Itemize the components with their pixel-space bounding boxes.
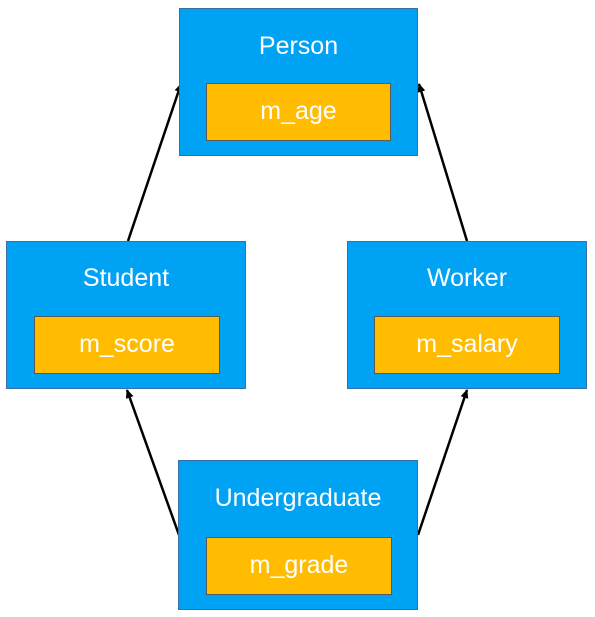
arrow-undergraduate-to-student [125,389,181,536]
class-worker: Worker m_salary [347,241,587,389]
class-undergraduate-attribute: m_grade [206,537,392,595]
arrow-worker-to-person [417,83,469,242]
class-worker-name: Worker [426,264,508,292]
arrow-undergraduate-to-worker [416,389,469,536]
class-person-name: Person [258,32,339,60]
class-person-attribute: m_age [206,83,391,141]
class-undergraduate-name: Undergraduate [214,484,382,512]
class-worker-attribute: m_salary [374,316,560,374]
class-student-name: Student [82,264,170,292]
class-student-attribute: m_score [34,316,220,374]
arrow-student-to-person [126,83,183,242]
class-person: Person m_age [179,8,418,156]
class-student: Student m_score [6,241,246,389]
class-undergraduate: Undergraduate m_grade [178,460,418,610]
